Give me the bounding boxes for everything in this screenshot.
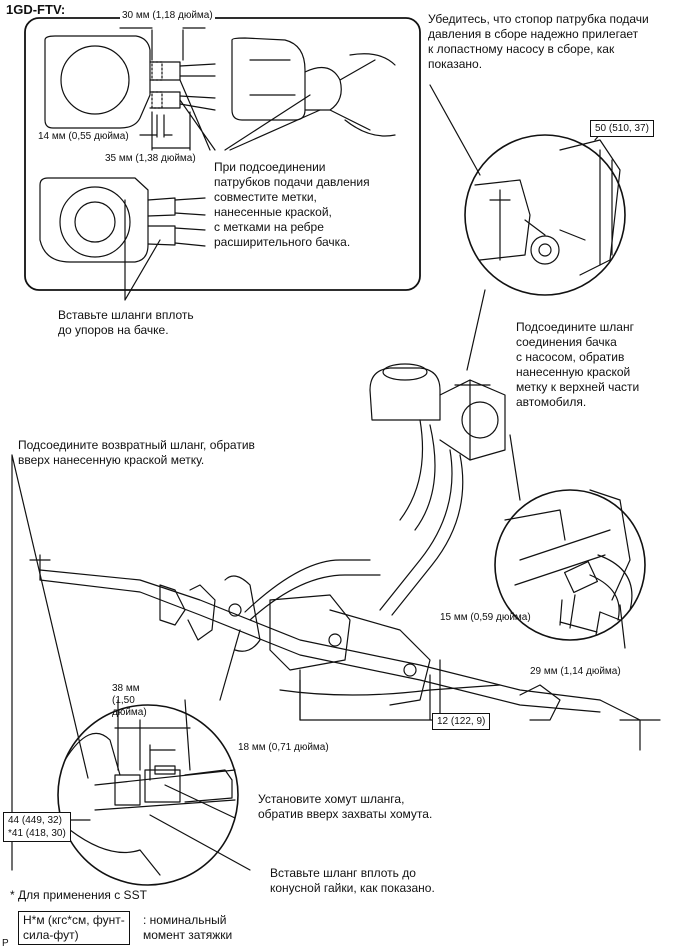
legend-unit-box: Н*м (кгс*см, фунт- сила-фут) bbox=[18, 911, 130, 945]
note-stopper-check: Убедитесь, что стопор патрубка подачи да… bbox=[428, 12, 649, 71]
engine-code-label: 1GD-FTV: bbox=[6, 2, 66, 17]
note-insert-hoses: Вставьте шланги вплоть до упоров на бачк… bbox=[58, 308, 194, 337]
dim-14mm: 14 мм (0,55 дюйма) bbox=[38, 131, 129, 142]
dim-30mm: 30 мм (1,18 дюйма) bbox=[120, 10, 215, 22]
torque-50: 50 (510, 37) bbox=[590, 120, 654, 137]
corner-mark: P bbox=[2, 938, 9, 949]
note-return-hose: Подсоедините возвратный шланг, обратив в… bbox=[18, 438, 255, 467]
hose-detail-circle bbox=[494, 489, 646, 649]
steering-rack bbox=[29, 554, 661, 751]
dim-35mm: 35 мм (1,38 дюйма) bbox=[105, 153, 196, 164]
clamp-detail-circle bbox=[57, 699, 239, 886]
note-connect-tank-hose: Подсоедините шланг соединения бачка с на… bbox=[516, 320, 640, 409]
dim-38mm: 38 мм (1,50 дюйма) bbox=[112, 683, 147, 718]
sst-footnote: * Для применения с SST bbox=[10, 888, 147, 902]
tank-top-view-2 bbox=[39, 177, 206, 263]
top-detail-panel bbox=[24, 17, 421, 291]
torque-12: 12 (122, 9) bbox=[432, 713, 491, 730]
reservoir-assembly bbox=[369, 363, 506, 616]
torque-44: 44 (449, 32) *41 (418, 30) bbox=[3, 812, 71, 842]
dim-15mm: 15 мм (0,59 дюйма) bbox=[440, 612, 531, 623]
legend-meaning: : номинальный момент затяжки bbox=[143, 913, 233, 942]
note-align-marks: При подсоединении патрубков подачи давле… bbox=[214, 160, 370, 249]
dim-29mm: 29 мм (1,14 дюйма) bbox=[530, 666, 621, 677]
dim-18mm: 18 мм (0,71 дюйма) bbox=[238, 742, 329, 753]
note-insert-to-nut: Вставьте шланг вплоть до конусной гайки,… bbox=[270, 866, 435, 895]
pump-detail-circle bbox=[464, 134, 626, 296]
tank-side-view bbox=[231, 37, 396, 137]
note-install-clamp: Установите хомут шланга, обратив вверх з… bbox=[258, 792, 433, 821]
